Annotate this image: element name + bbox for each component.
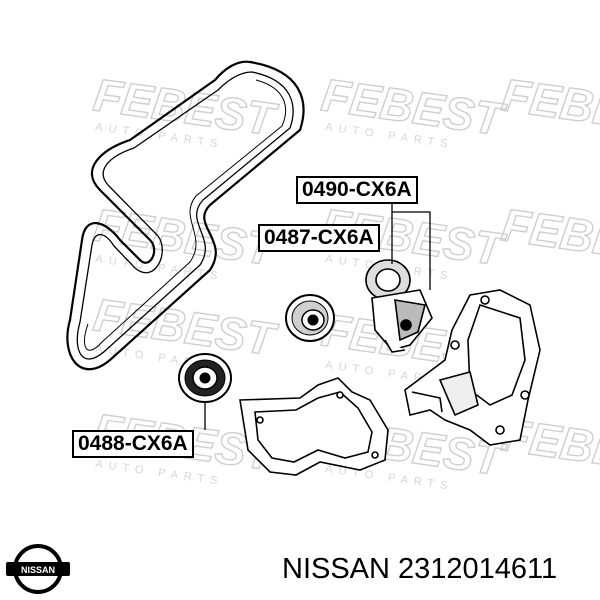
- nissan-logo: NISSAN: [6, 544, 70, 594]
- tensioner-pulley: [285, 294, 335, 342]
- belt-tensioner: [365, 259, 433, 353]
- part-label-0490: 0490-CX6A: [296, 176, 418, 204]
- logo-text: NISSAN: [21, 565, 55, 575]
- idler-pulley: [178, 353, 232, 403]
- part-label-0487: 0487-CX6A: [258, 224, 380, 252]
- watermark-text: FEBEST: [499, 68, 600, 145]
- leader-lines: [204, 200, 431, 430]
- part-caption: NISSAN 2312014611: [282, 553, 558, 585]
- cover-plate: [239, 377, 389, 476]
- part-label-0488: 0488-CX6A: [72, 430, 194, 458]
- watermark-text: FEBEST: [499, 198, 600, 275]
- serpentine-belt: [66, 60, 305, 371]
- engine-bracket: [404, 289, 541, 446]
